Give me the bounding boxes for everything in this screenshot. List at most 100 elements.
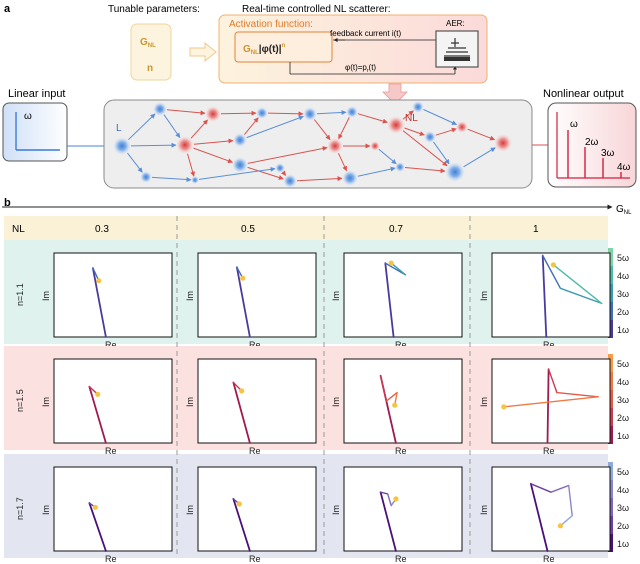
linear-node bbox=[232, 157, 248, 173]
network-edge bbox=[433, 141, 450, 165]
network-edge bbox=[190, 119, 208, 139]
re-axis-label: Re bbox=[249, 446, 261, 456]
phasor-endpoint bbox=[557, 523, 564, 529]
phasor-segment bbox=[387, 493, 392, 507]
re-axis-label: Re bbox=[395, 340, 407, 350]
nonlinear-node bbox=[205, 106, 221, 122]
node-L-label: L bbox=[116, 123, 122, 134]
linear-node bbox=[445, 162, 465, 182]
linear-node bbox=[275, 163, 285, 173]
network-edge bbox=[402, 110, 414, 120]
aer-label: AER: bbox=[446, 19, 465, 28]
harmonic-3-label: 3ω bbox=[601, 148, 615, 159]
network-box bbox=[103, 99, 533, 189]
phasor-endpoint bbox=[388, 260, 394, 266]
phasor-endpoint bbox=[240, 275, 246, 281]
nonlinear-output-box bbox=[547, 102, 637, 188]
param-arrow bbox=[189, 41, 217, 63]
network-edge bbox=[220, 110, 257, 116]
im-axis-label: Im bbox=[331, 397, 341, 407]
legend-label: 4ω bbox=[617, 377, 629, 387]
phasor-segment bbox=[568, 484, 573, 517]
network-edge bbox=[128, 113, 156, 141]
row-label: n=1.1 bbox=[15, 283, 25, 306]
linear-node bbox=[424, 131, 436, 143]
phasor-segment bbox=[92, 267, 107, 338]
phasor-segment bbox=[550, 484, 570, 493]
network-edge bbox=[127, 152, 143, 173]
network-edge bbox=[338, 117, 350, 140]
network-edge bbox=[378, 148, 397, 165]
network-edge bbox=[244, 117, 259, 135]
phasor-segment bbox=[379, 491, 397, 552]
col-header-1: 0.5 bbox=[241, 224, 255, 235]
phasor-plot bbox=[197, 466, 317, 552]
legend-label: 4ω bbox=[617, 271, 629, 281]
network-edge bbox=[313, 119, 331, 141]
harmonic-2-label: 2ω bbox=[585, 137, 599, 148]
phasor-segment bbox=[530, 483, 552, 493]
phasor-segment bbox=[390, 262, 407, 276]
col-header-0: 0.3 bbox=[95, 224, 109, 235]
network-edge bbox=[193, 147, 233, 164]
im-axis-label: Im bbox=[479, 505, 489, 515]
harmonic-1-label: ω bbox=[570, 119, 578, 130]
linear-node bbox=[153, 102, 167, 116]
phasor-endpoint bbox=[95, 391, 101, 397]
re-axis-label: Re bbox=[543, 340, 555, 350]
phasor-segment bbox=[530, 482, 549, 552]
linear-node bbox=[395, 162, 405, 172]
legend-label: 2ω bbox=[617, 521, 629, 531]
legend-label: 3ω bbox=[617, 395, 629, 405]
row-label: n=1.5 bbox=[15, 389, 25, 412]
activation-box bbox=[234, 31, 333, 63]
n-param: n bbox=[147, 63, 153, 74]
network-edge bbox=[404, 127, 425, 136]
phasor-segment bbox=[552, 264, 603, 305]
col-header-2: 0.7 bbox=[389, 224, 403, 235]
legend-label: 5ω bbox=[617, 253, 629, 263]
phasor-segment bbox=[541, 254, 548, 338]
legend-label: 1ω bbox=[617, 539, 629, 549]
phasor-segment bbox=[379, 375, 388, 402]
phasor-endpoint bbox=[92, 504, 98, 510]
phasor-segment bbox=[88, 502, 107, 552]
re-axis-label: Re bbox=[395, 554, 407, 564]
phasor-endpoint bbox=[96, 278, 102, 284]
linear-node bbox=[140, 171, 152, 183]
nonlinear-node bbox=[494, 134, 512, 152]
nonlinear-node bbox=[456, 121, 468, 133]
gnl-axis-label: GNL bbox=[616, 204, 632, 216]
im-axis-label: Im bbox=[479, 291, 489, 301]
im-axis-label: Im bbox=[41, 505, 51, 515]
network-edge bbox=[423, 109, 457, 125]
gnl-param: GNL bbox=[140, 37, 156, 49]
header-band bbox=[4, 216, 608, 240]
legend-label: 1ω bbox=[617, 325, 629, 335]
re-axis-label: Re bbox=[395, 446, 407, 456]
network-edge bbox=[166, 109, 206, 116]
network-edge bbox=[187, 153, 196, 177]
phi-label: φ(t)=pr(t) bbox=[345, 63, 376, 74]
linear-node bbox=[233, 133, 247, 147]
phasor-segment bbox=[546, 368, 550, 444]
linear-node bbox=[256, 107, 268, 119]
legend-label: 1ω bbox=[617, 431, 629, 441]
harmonic-4-label: 4ω bbox=[617, 162, 631, 173]
phasor-plot bbox=[343, 466, 463, 552]
re-axis-label: Re bbox=[105, 340, 117, 350]
phasor-segment bbox=[556, 391, 599, 398]
network-edge bbox=[316, 110, 347, 116]
phasor-endpoint bbox=[236, 501, 242, 507]
feedback-label: feedback current i(t) bbox=[330, 29, 401, 38]
network-edge bbox=[163, 114, 181, 139]
linear-node bbox=[346, 106, 358, 118]
network-edge bbox=[296, 176, 343, 182]
im-axis-label: Im bbox=[479, 397, 489, 407]
harmonic-spectrum bbox=[567, 130, 622, 178]
network-edge bbox=[402, 130, 448, 167]
linear-omega: ω bbox=[24, 111, 32, 122]
re-axis-label: Re bbox=[249, 340, 261, 350]
